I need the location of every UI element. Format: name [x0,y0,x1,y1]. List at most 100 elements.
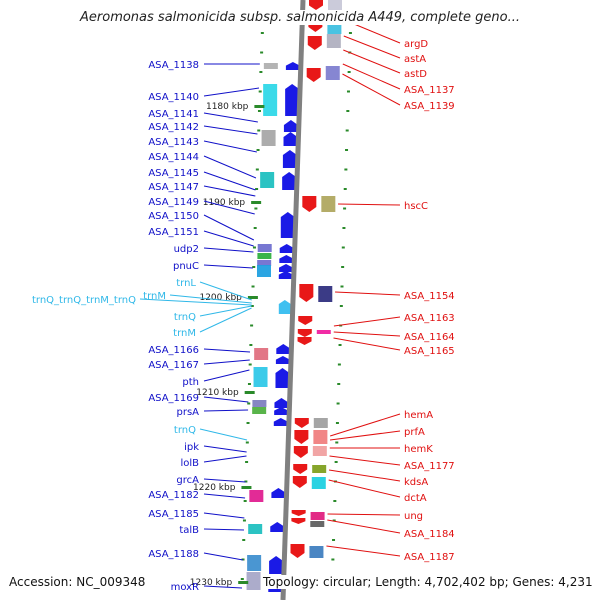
forward-gene-label: ASA_1167 [148,360,199,371]
forward-leader-line [203,478,246,483]
ruler-label-bg [186,575,233,587]
ruler-label: 1210 kbp [196,388,239,398]
reverse-gene-label: dctA [404,493,427,504]
tick-mark [338,344,342,346]
forward-gene-arrow [274,398,289,408]
forward-gene-label: ASA_1143 [148,137,199,148]
reverse-feature-block [309,546,324,558]
ruler-label-bg [192,385,239,397]
tick-mark [343,207,347,210]
reverse-gene-label: ASA_1163 [404,313,455,324]
tick-mark [345,129,349,132]
forward-gene-arrow [279,255,294,263]
tick-mark [347,71,351,73]
reverse-gene-arrow [306,68,321,82]
tick-mark [337,363,341,366]
reverse-feature-block [311,477,326,489]
reverse-gene-label: hemK [404,444,433,455]
reverse-gene-arrow [297,329,312,337]
reverse-leader-line [328,479,401,498]
forward-gene-arrow [269,556,284,574]
forward-gene-label: ASA_1141 [148,109,199,120]
reverse-feature-block [313,430,328,444]
forward-gene-arrow [279,244,294,253]
tick-mark [245,461,249,463]
backbone-line [280,0,306,600]
forward-leader-line [203,552,244,561]
forward-gene-arrow [280,212,295,238]
forward-gene-arrow [283,120,298,132]
gene-labels: ASA_1138ASA_1140ASA_1141ASA_1142ASA_1143… [32,39,455,593]
forward-leader-line [203,512,245,519]
ruler-tick [254,105,265,108]
tick-mark [255,188,259,190]
rna-leader-line [169,294,252,304]
reverse-feature-block [316,330,331,334]
forward-gene-arrow [278,271,293,279]
tick-mark [346,90,350,93]
forward-leader-line [203,369,250,382]
ruler-label: 1200 kbp [199,293,242,303]
reverse-gene-label: ASA_1184 [404,529,455,540]
forward-feature-block [252,407,267,414]
forward-feature-block [257,244,272,252]
rna-leader-line [199,307,252,333]
forward-leader-line [203,112,258,123]
ruler-label: 1220 kbp [193,483,236,493]
tick-mark [341,266,345,268]
tick-mark [339,305,343,307]
forward-gene-label: pnuC [173,261,199,272]
forward-leader-line [203,247,254,253]
reverse-gene-label: hscC [404,201,428,212]
forward-leader-line [203,125,258,135]
forward-gene-label: pth [182,377,199,388]
forward-leader-line [203,200,255,215]
forward-feature-block [252,400,267,407]
forward-gene-label: ASA_1142 [148,122,199,133]
forward-gene-label: prsA [176,407,199,418]
tick-mark [346,110,350,112]
ruler-tick [244,391,255,394]
forward-gene-label: ASA_1169 [148,393,199,404]
tick-mark [252,266,256,268]
tick-mark [260,32,264,34]
tick-mark [243,500,247,502]
tick-mark [248,363,252,366]
reverse-leader-line [329,430,401,441]
left-tick-column [240,32,264,580]
ruler-tick [251,201,262,204]
ruler-label: 1230 kbp [190,578,233,588]
forward-leader-line [203,348,251,353]
reverse-gene-label: astA [404,54,426,65]
forward-leader-line [203,409,249,412]
forward-feature-block [261,130,276,146]
reverse-gene-arrow [309,0,323,10]
rna-gene-label: trnQ [174,425,196,436]
forward-leader-line [203,585,243,589]
reverse-gene-label: ASA_1139 [404,101,455,112]
rna-gene-label: trnQ_trnQ_trnM_trnQ [32,295,136,306]
tick-mark [343,188,347,190]
forward-gene-arrow [282,172,297,190]
forward-leader-line [203,171,256,191]
forward-gene-label: moxR [171,582,199,593]
forward-gene-label: ASA_1185 [148,509,199,520]
forward-gene-arrow [274,407,289,415]
forward-gene-label: ASA_1149 [148,197,199,208]
rna-gene-label: trnM [143,291,166,302]
forward-feature-block [263,63,278,69]
ruler-label: 1180 kbp [206,102,249,112]
forward-gene-label: ASA_1140 [148,92,199,103]
reverse-gene-label: ung [404,511,423,522]
reverse-gene-arrow [294,418,309,428]
forward-gene-arrow [285,84,300,116]
forward-gene-label: udp2 [174,244,199,255]
forward-gene-label: ASA_1188 [148,549,199,560]
forward-leader-line [203,455,247,463]
forward-gene-label: ASA_1150 [148,211,199,222]
reverse-gene-arrow [293,446,308,458]
reverse-gene-arrow [299,284,314,302]
reverse-leader-line [338,203,401,206]
tick-mark [256,149,260,151]
